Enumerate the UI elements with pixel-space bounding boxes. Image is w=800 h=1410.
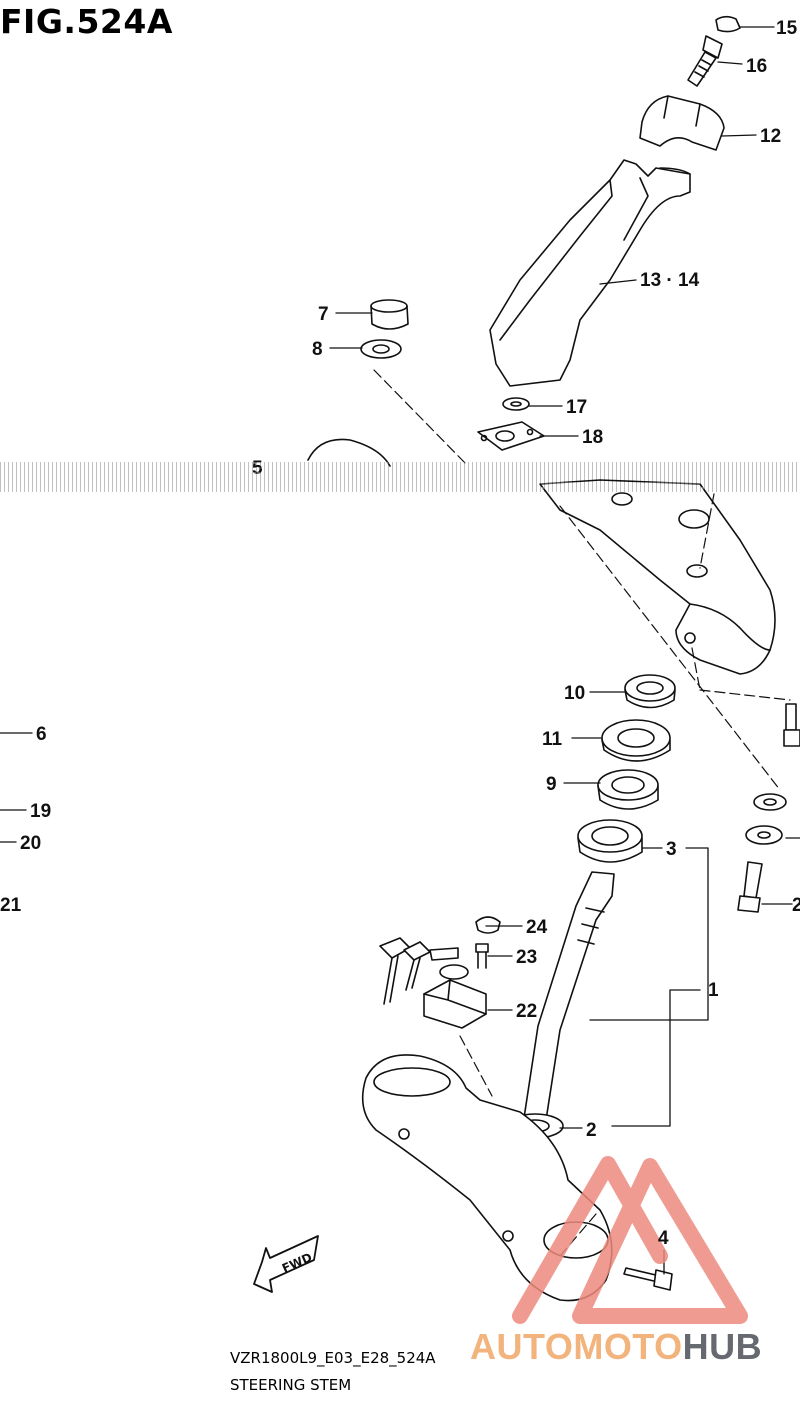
callout-5: 5: [252, 458, 263, 479]
part-bolt-right-lower: [737, 861, 763, 913]
automotohub-wordmark: AUTOMOTOHUB: [470, 1326, 762, 1368]
automotohub-logo: [512, 1156, 748, 1324]
callout-22: 22: [516, 1001, 537, 1022]
part-18-plate: [477, 421, 545, 451]
callout-4: 4: [658, 1228, 669, 1249]
figure-code: VZR1800L9_E03_E28_524A: [230, 1349, 436, 1367]
part-16-bolt: [687, 35, 723, 87]
callout-17: 17: [566, 397, 587, 418]
part-22-ignition-switch: [423, 964, 487, 1029]
part-23-bolt: [475, 943, 489, 969]
callout-7: 7: [318, 304, 329, 325]
scan-artifact-band: [0, 462, 800, 492]
callout-12: 12: [760, 126, 781, 147]
callout-10: 10: [564, 683, 585, 704]
callout-13-14: 13 · 14: [640, 270, 700, 291]
upper-bracket: [539, 479, 776, 675]
callout-6: 6: [36, 724, 47, 745]
part-8-washer: [360, 339, 402, 359]
part-9-bearing: [597, 769, 659, 810]
callout-15: 15: [776, 18, 798, 39]
callout-11: 11: [542, 729, 563, 750]
callout-2: 2: [586, 1120, 597, 1141]
part-15-cap: [715, 15, 741, 33]
part-24-cap: [475, 916, 501, 934]
part-bolt-right-upper: [783, 703, 800, 747]
ignition-keys: [379, 937, 459, 1005]
brand-part-1: AUTOMOTO: [470, 1326, 683, 1367]
callout-20: 20: [20, 833, 41, 854]
part-washer-right: [745, 793, 787, 845]
part-5-bracket-top: [307, 438, 391, 467]
part-12-clamp: [639, 95, 725, 151]
callout-8: 8: [312, 339, 323, 360]
part-3-bearing: [577, 819, 643, 863]
part-4-bolt: [623, 1267, 673, 1291]
figure-title: FIG.524A: [0, 2, 173, 41]
lower-bracket: [361, 1054, 613, 1302]
callout-23: 23: [516, 947, 537, 968]
figure-name: STEERING STEM: [230, 1376, 352, 1394]
callout-24: 24: [526, 917, 548, 938]
callout-21: 21: [0, 895, 22, 916]
callout-1: 1: [708, 980, 719, 1001]
fwd-arrow-icon: FWD: [253, 1235, 319, 1293]
part-11-seal: [601, 719, 671, 762]
callout-19: 19: [30, 801, 51, 822]
callout-2-right: 2: [792, 895, 800, 916]
part-13-14-handlebar: [489, 159, 691, 387]
callout-3: 3: [666, 839, 677, 860]
part-7-cap-nut: [370, 299, 409, 330]
part-10-nut: [624, 674, 676, 709]
callout-9: 9: [546, 774, 557, 795]
part-17-washer: [502, 397, 530, 411]
part-1-stem-shaft: [523, 871, 615, 1121]
leader-lines: [0, 26, 800, 1275]
callout-16: 16: [746, 56, 767, 77]
brand-part-2: HUB: [682, 1326, 763, 1367]
callout-18: 18: [582, 427, 603, 448]
